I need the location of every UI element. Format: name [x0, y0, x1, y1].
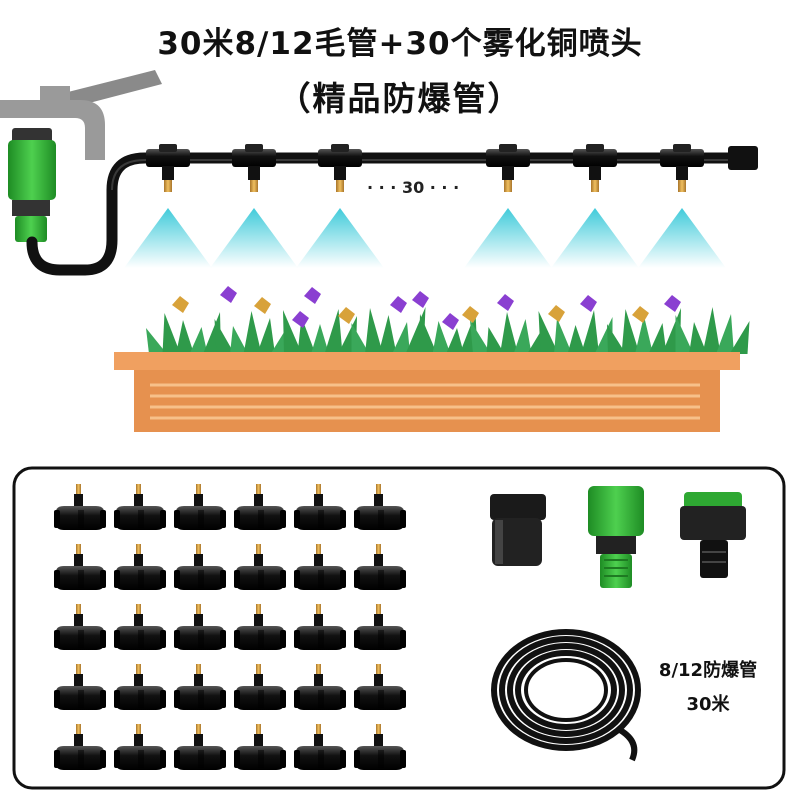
leaf	[567, 325, 586, 354]
flower	[338, 307, 355, 324]
leaf	[243, 311, 262, 354]
leaf	[311, 324, 329, 354]
planter-box	[114, 352, 740, 432]
quick-connector-icon	[588, 486, 644, 588]
product-title: 30米8/12毛管+30个雾化铜喷头	[157, 26, 643, 62]
hose-length-label: 30米	[686, 694, 730, 715]
end-plug-part-icon	[490, 494, 546, 566]
flower	[304, 287, 321, 304]
leaf	[432, 321, 451, 354]
plants	[146, 286, 750, 354]
flower	[664, 295, 681, 312]
leaf	[702, 307, 721, 354]
leaf	[470, 320, 491, 354]
faucet-adapter-icon	[8, 128, 56, 242]
product-subtitle: （精品防爆管）	[277, 79, 523, 118]
coiled-hose-icon	[491, 629, 641, 762]
faucet-icon	[0, 70, 162, 160]
leaf	[283, 310, 302, 354]
flower	[292, 311, 309, 328]
end-plug-icon	[728, 146, 758, 170]
flower	[442, 313, 459, 330]
faucet-connector-icon	[680, 492, 746, 578]
hose-line	[26, 152, 751, 276]
leaf	[675, 315, 694, 354]
leaf	[324, 309, 343, 354]
flower	[220, 286, 237, 303]
leaf	[365, 308, 383, 354]
leaf	[230, 326, 248, 354]
flower	[254, 297, 271, 314]
flower	[632, 306, 649, 323]
leaf	[716, 314, 734, 354]
leaf	[513, 319, 532, 354]
mist-spray	[124, 208, 726, 268]
leaf	[189, 327, 208, 354]
hose-spec-label: 8/12防爆管	[658, 660, 758, 681]
leaf	[648, 323, 667, 354]
flower	[497, 294, 514, 311]
leaf	[729, 321, 750, 354]
leaf	[621, 309, 640, 354]
leaf	[500, 312, 518, 354]
flower	[462, 306, 479, 323]
leaf	[607, 324, 626, 354]
leaf	[538, 311, 559, 354]
flower	[580, 295, 597, 312]
leaf	[176, 320, 194, 354]
leaf	[351, 323, 370, 354]
flower	[172, 296, 189, 313]
leaf	[257, 318, 275, 354]
leaf	[146, 328, 167, 354]
leaf	[446, 328, 464, 354]
leaf	[419, 314, 437, 354]
flower	[390, 296, 407, 313]
leaf	[486, 327, 505, 354]
nozzle-count-label: · · · 30 · · ·	[367, 178, 460, 197]
leaf	[581, 310, 599, 354]
flower	[412, 291, 429, 308]
leaf	[554, 318, 572, 354]
leaf	[214, 319, 235, 354]
leaf	[378, 315, 397, 354]
flower	[548, 305, 565, 322]
leaf	[392, 322, 410, 354]
leaf	[635, 316, 653, 354]
leaf	[162, 313, 181, 354]
leaf	[689, 322, 707, 354]
